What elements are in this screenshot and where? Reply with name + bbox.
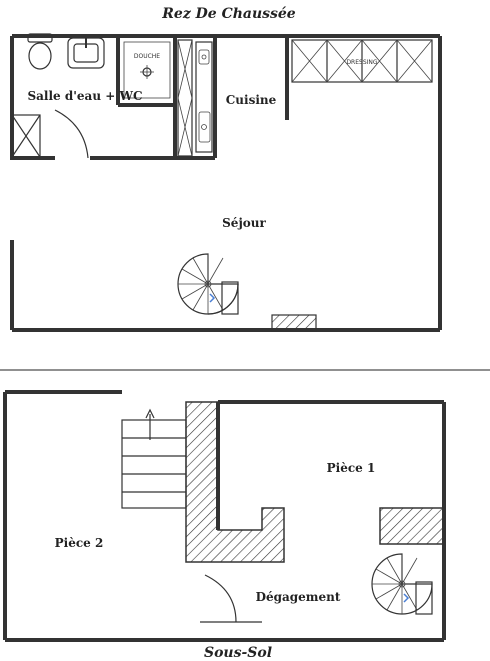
bathroom-door-swing <box>54 109 89 159</box>
kitchen-counter-icon <box>195 41 213 153</box>
hall-door-swing <box>204 574 237 623</box>
ground-spiral-stair-icon <box>177 253 239 315</box>
basement-chimney-icon <box>379 507 445 545</box>
basement-floor-plan: Pièce 1 Pièce 2 Dégagement Sous-Sol <box>3 390 446 661</box>
ground-floor-plan: Rez De Chaussée DOUCHE <box>10 6 442 332</box>
shower-label: DOUCHE <box>134 53 160 60</box>
kitchen-cabinet-icon <box>177 39 193 157</box>
shower-icon: DOUCHE <box>123 41 171 99</box>
basement-straight-stair-icon <box>121 408 187 509</box>
basement-central-wall <box>185 401 285 563</box>
kitchen-label: Cuisine <box>226 93 277 107</box>
ground-floor-title: Rez De Chaussée <box>161 6 296 22</box>
room1-label: Pièce 1 <box>327 461 376 475</box>
hall-label: Dégagement <box>256 590 341 604</box>
basement-spiral-stair-icon <box>371 553 433 615</box>
dressing-cabinet-icon: DRESSING <box>291 39 433 83</box>
dressing-label: DRESSING <box>346 59 377 66</box>
basement-title: Sous-Sol <box>204 645 272 661</box>
bathroom-duct-icon <box>11 114 41 158</box>
room2-label: Pièce 2 <box>55 536 104 550</box>
sink-icon <box>67 37 105 69</box>
bathroom-label: Salle d'eau + WC <box>27 89 142 103</box>
toilet-icon <box>27 33 53 70</box>
ground-chimney-icon <box>271 314 317 332</box>
living-room-label: Séjour <box>222 216 266 230</box>
